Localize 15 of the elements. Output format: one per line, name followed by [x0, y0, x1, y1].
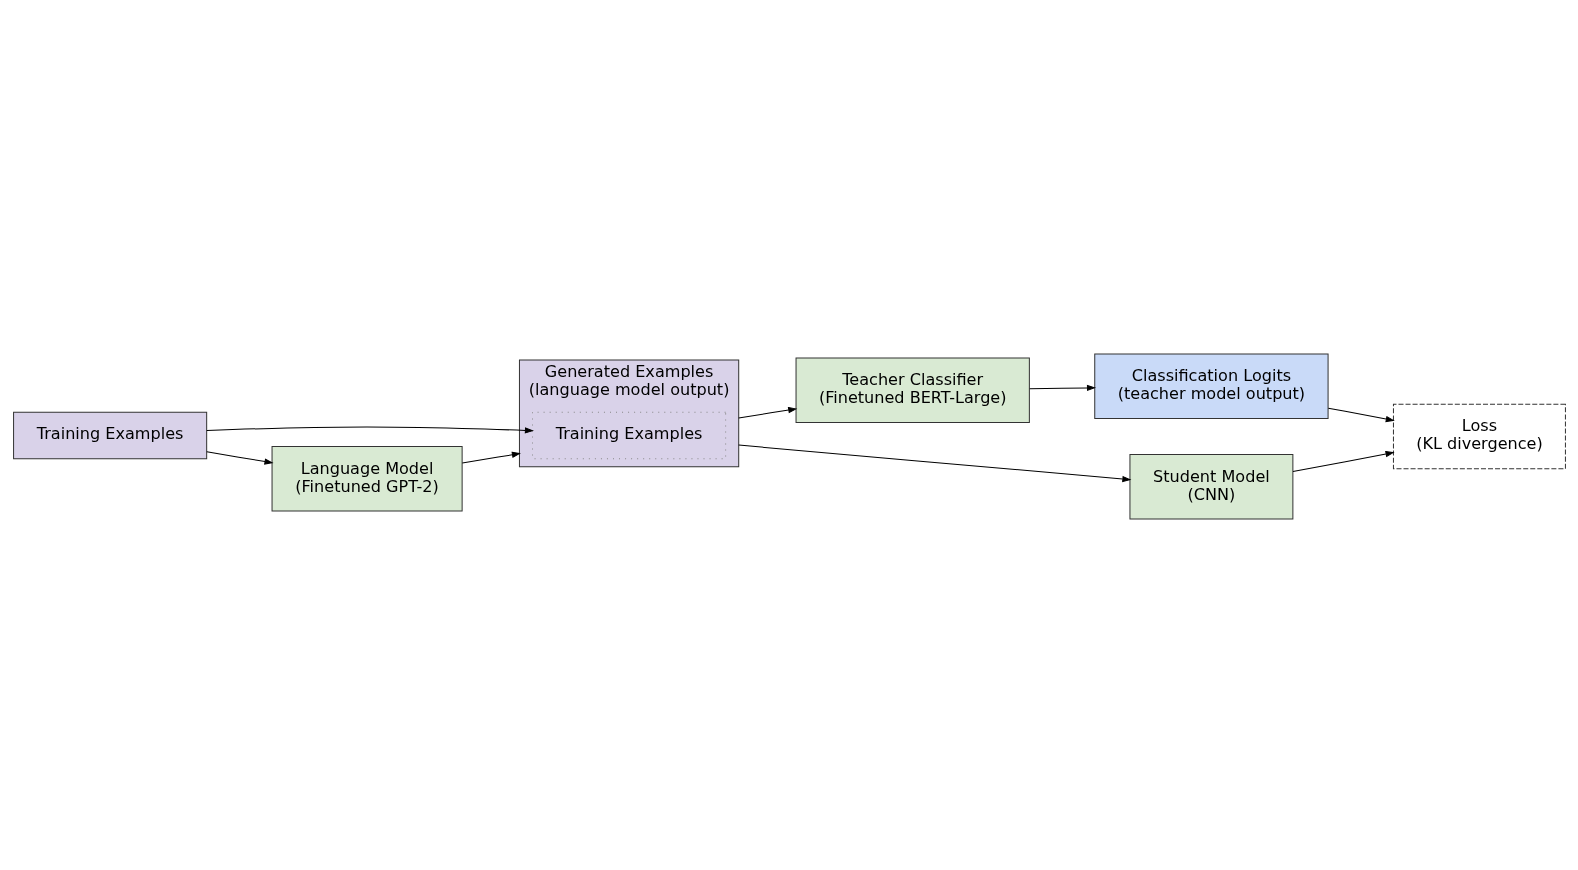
node-box: Student Model (CNN) [1128, 453, 1293, 519]
arrow [1028, 384, 1096, 391]
node-box: Teacher Classifier (Finetuned BERT-Large) [795, 357, 1030, 423]
node-box: Language Model (Finetuned GPT-2) [271, 445, 463, 511]
node-box: Training Examples [531, 411, 726, 459]
arrow [205, 426, 534, 434]
arrow [737, 406, 797, 419]
arrow [1327, 407, 1395, 422]
arrow [1291, 450, 1395, 472]
node-box: Loss (KL divergence) [1392, 403, 1566, 469]
arrow [461, 451, 521, 464]
node-box: Training Examples [12, 411, 207, 459]
arrow [205, 450, 273, 465]
arrow [737, 444, 1131, 482]
node-box: Classification Logits (teacher model output) [1093, 353, 1329, 419]
